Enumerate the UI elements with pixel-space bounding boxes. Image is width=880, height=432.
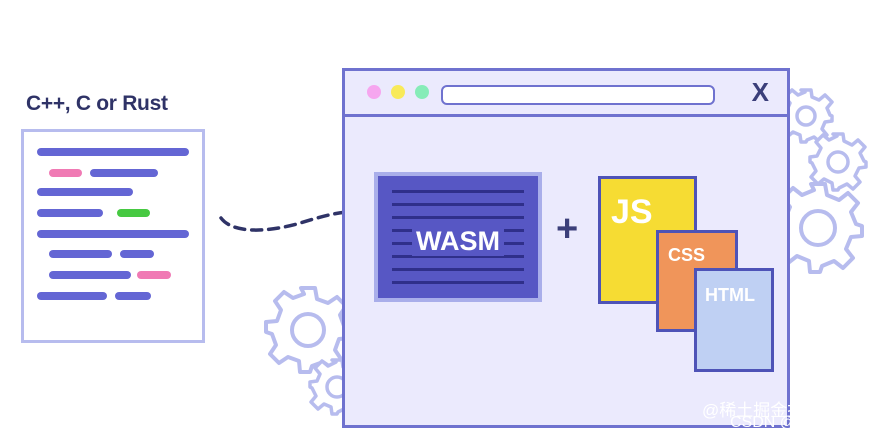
wasm-text-line: [392, 281, 524, 284]
watermark-juejin: @稀土掘金技术社区: [702, 401, 856, 420]
wasm-text-line: [392, 255, 524, 258]
wasm-text-line: [392, 216, 524, 219]
code-line: [37, 230, 189, 238]
code-line: [49, 271, 131, 279]
window-dot-green: [415, 85, 429, 99]
plus-operator: +: [556, 208, 579, 250]
code-line-highlight-pink: [137, 271, 171, 279]
gear-icon: [264, 286, 352, 374]
window-dot-yellow: [391, 85, 405, 99]
code-line: [115, 292, 151, 300]
wasm-label-text: WASM: [412, 226, 504, 256]
wasm-text-line: [392, 190, 524, 193]
close-icon[interactable]: X: [751, 77, 769, 107]
code-line-highlight-green: [117, 209, 150, 217]
source-code-document: [21, 129, 205, 343]
wasm-text-line: [392, 268, 524, 271]
code-line: [37, 148, 189, 156]
source-languages-title: C++, C or Rust: [26, 92, 168, 115]
gear-icon: [808, 132, 868, 192]
address-bar[interactable]: [441, 85, 715, 105]
code-line: [37, 188, 133, 196]
window-dot-pink: [367, 85, 381, 99]
code-line-highlight-pink: [49, 169, 82, 177]
gear-icon: [772, 182, 864, 274]
browser-titlebar: X: [345, 71, 787, 117]
code-line: [120, 250, 154, 258]
html-file: HTML: [694, 268, 774, 372]
wasm-text-line: [392, 203, 524, 206]
wasm-module: WASM: [374, 172, 542, 302]
css-file-label: CSS: [668, 245, 706, 265]
wasm-label: WASM: [378, 226, 538, 257]
code-line: [49, 250, 112, 258]
code-line: [90, 169, 158, 177]
html-file-label: HTML: [705, 285, 755, 305]
code-line: [37, 209, 103, 217]
watermark-csdn: CSDN @嘀嘀嘀: [730, 414, 845, 431]
code-line: [37, 292, 107, 300]
js-file-label: JS: [611, 193, 653, 231]
